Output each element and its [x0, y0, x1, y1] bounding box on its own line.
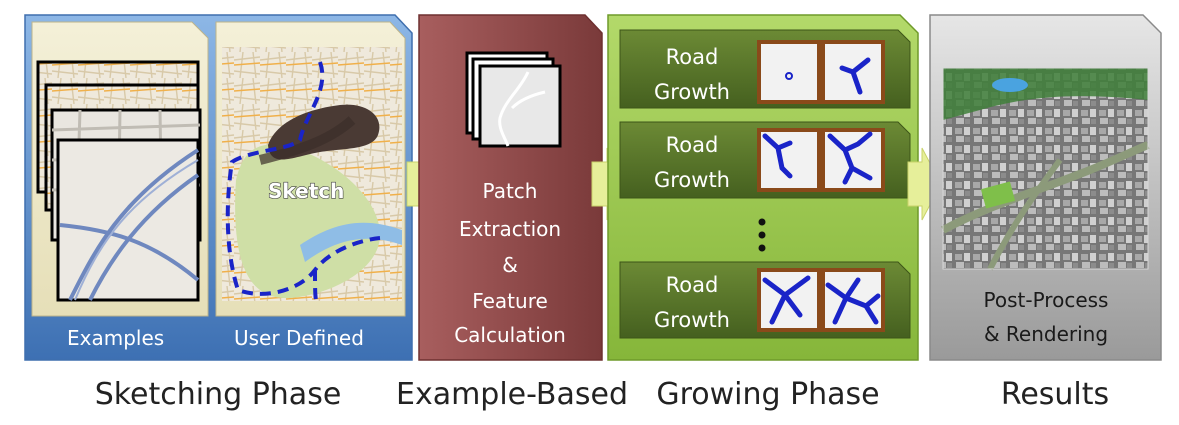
phase-sketching: Sketching Phase	[95, 377, 342, 412]
patch-line-2: Extraction	[459, 217, 561, 241]
row-1-line-1: Road	[666, 45, 719, 69]
phase-example: Example-Based	[396, 377, 628, 412]
growing-panel: Road Growth Road Growth Road Gr	[607, 14, 919, 361]
patch-line-3: &	[502, 253, 518, 277]
results-line-2: & Rendering	[984, 322, 1108, 346]
example-panel: Patch Extraction & Feature Calculation	[418, 14, 603, 361]
phase-results: Results	[1001, 377, 1109, 412]
growth-row-2: Road Growth	[619, 121, 911, 199]
user-map: Sketch	[222, 47, 402, 301]
row-2-line-1: Road	[666, 133, 719, 157]
user-defined-label: User Defined	[234, 326, 364, 350]
examples-label: Examples	[67, 326, 164, 350]
growth-row-3: Road Growth	[619, 261, 911, 339]
rendered-city	[941, 67, 1150, 271]
example-maps	[36, 60, 202, 302]
phase-growing: Growing Phase	[656, 377, 879, 412]
patch-line-4: Feature	[472, 289, 548, 313]
row-3-line-1: Road	[666, 273, 719, 297]
sketching-panel: Sketch Examples User Defined	[24, 14, 413, 361]
row-3-line-2: Growth	[654, 308, 730, 332]
patch-line-5: Calculation	[454, 323, 566, 347]
growth-row-1: Road Growth	[619, 29, 911, 109]
row-1-line-2: Growth	[654, 80, 730, 104]
sketch-label: Sketch	[268, 179, 344, 203]
row-2-line-2: Growth	[654, 168, 730, 192]
results-line-1: Post-Process	[984, 288, 1109, 312]
patch-stack	[465, 51, 562, 148]
results-panel: Post-Process & Rendering	[929, 14, 1162, 361]
ellipsis-dots	[758, 218, 766, 252]
patch-line-1: Patch	[483, 179, 538, 203]
